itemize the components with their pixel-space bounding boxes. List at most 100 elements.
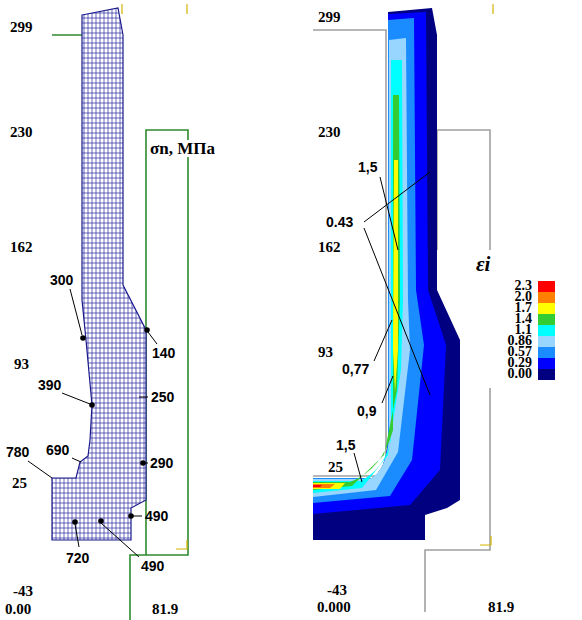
mesh-line [52, 198, 146, 199]
axis-value: 230 [10, 125, 33, 140]
mesh-line [136, 8, 137, 540]
legend-swatch [538, 347, 555, 358]
stress-value: 140 [152, 346, 175, 360]
legend-swatch [538, 292, 555, 303]
mesh-line [52, 58, 146, 59]
leader-line [72, 458, 81, 462]
mesh-line [52, 168, 146, 169]
leader-line [354, 453, 362, 482]
mesh-line [52, 143, 146, 144]
leader-line [139, 397, 148, 398]
legend-row: 0.00 [465, 369, 555, 380]
leader-line [148, 332, 157, 344]
strain-value: 1,5 [358, 160, 377, 174]
leader-line [382, 376, 393, 403]
stress-value: 780 [6, 445, 29, 459]
stress-value: 300 [50, 273, 73, 287]
axis-value: 93 [14, 357, 29, 372]
mesh-line [80, 8, 81, 540]
mesh-line [52, 173, 146, 174]
axis-value: 299 [10, 20, 33, 35]
leader-line [62, 393, 90, 404]
axis-value: -43 [327, 583, 347, 598]
leader-line [374, 320, 392, 361]
strain-band [313, 12, 446, 514]
legend-row: 2.3 [465, 281, 555, 292]
mesh-line [52, 33, 146, 34]
mesh-line [52, 63, 146, 64]
axis-value: -43 [13, 584, 33, 599]
mesh-line [52, 288, 146, 289]
probe-dot [89, 402, 95, 408]
punch-outline [313, 30, 386, 476]
legend-row: 1.7 [465, 303, 555, 314]
mesh-line [52, 38, 146, 39]
strain-value: 0.43 [326, 215, 353, 229]
mesh-line [52, 163, 146, 164]
mesh-line [52, 98, 146, 99]
legend-row: 2.0 [465, 292, 555, 303]
stress-value: 290 [150, 456, 173, 470]
mesh-line [52, 263, 146, 264]
mesh-line [52, 13, 146, 14]
legend-swatch [538, 358, 555, 369]
mesh-line [96, 8, 97, 540]
mesh-line [88, 8, 89, 540]
mesh-line [52, 528, 146, 529]
stress-value: 490 [145, 509, 168, 523]
mesh-line [52, 188, 146, 189]
axis-value: 93 [318, 345, 333, 360]
leader-line [70, 289, 82, 335]
probe-dot [140, 460, 146, 466]
mesh-line [52, 113, 146, 114]
mesh-line [52, 73, 146, 74]
mesh-line [52, 118, 146, 119]
tick-mark [480, 536, 491, 545]
stress-value: 490 [141, 559, 164, 573]
axis-value: 162 [10, 240, 33, 255]
stress-value: 250 [151, 390, 174, 404]
mesh-line [52, 218, 146, 219]
mesh-line [124, 8, 125, 540]
probe-dot [98, 518, 104, 524]
mesh-line [92, 8, 93, 540]
stress-value: 690 [46, 443, 69, 457]
strain-band [313, 60, 403, 493]
mesh-line [52, 53, 146, 54]
mesh-line [52, 93, 146, 94]
mesh-line [140, 8, 141, 540]
mesh-line [52, 253, 146, 254]
legend-swatch [538, 303, 555, 314]
axis-value: 0.00 [5, 602, 31, 617]
tick-marks [122, 4, 187, 549]
mesh-line [112, 8, 113, 540]
mesh-line [52, 248, 146, 249]
strain-value: 1,5 [336, 438, 355, 452]
mesh-line [100, 8, 101, 540]
mesh-line [52, 228, 146, 229]
legend-swatch [538, 281, 555, 292]
mesh-line [52, 213, 146, 214]
leader-lines [28, 289, 157, 557]
leader-line [75, 524, 79, 547]
mesh-line [52, 183, 146, 184]
legend-swatch [538, 336, 555, 347]
mesh-line [52, 208, 146, 209]
tick-mark [186, 4, 187, 14]
mesh-line [84, 8, 85, 540]
stress-value: 390 [38, 378, 61, 392]
mesh-line [52, 148, 146, 149]
mesh-line [52, 178, 146, 179]
mesh-line [52, 298, 146, 299]
leader-line [28, 461, 52, 478]
leader-line [364, 172, 430, 222]
mesh-line [108, 8, 109, 540]
legend-value: 0.00 [507, 367, 534, 381]
mesh-line [52, 48, 146, 49]
mesh-line [52, 223, 146, 224]
mesh-line [52, 533, 146, 534]
strain-bands [313, 12, 446, 514]
strain-band [313, 38, 410, 497]
